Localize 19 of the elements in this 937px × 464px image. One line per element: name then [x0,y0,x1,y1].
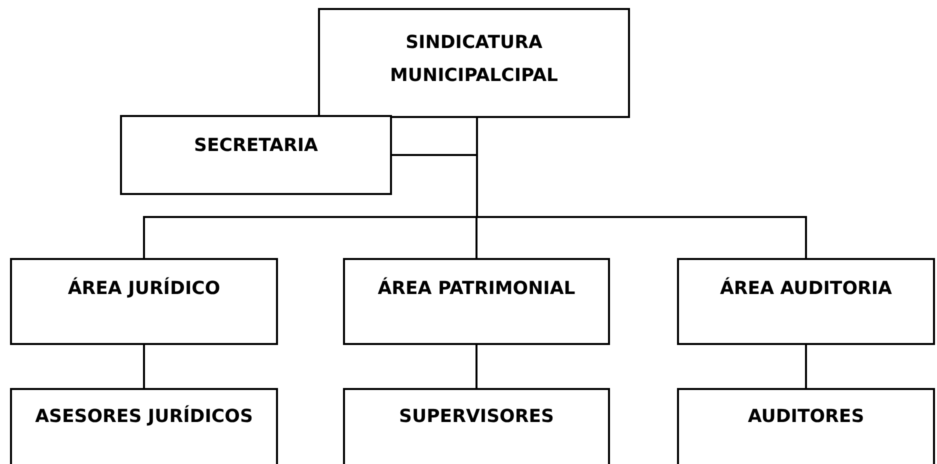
box-title: SECRETARIA [194,134,318,158]
org-box [318,8,630,118]
org-box [343,388,610,464]
org-box [10,258,278,345]
box-title: SUPERVISORES [399,405,554,429]
box-title: ASESORES JURÍDICOS [35,404,253,429]
box-title: ÁREA AUDITORIA [720,276,892,301]
box-title: ÁREA JURÍDICO [68,276,220,301]
org-box [677,388,935,464]
connector-line [805,345,807,388]
org-box [677,258,935,345]
box-title: SINDICATURA MUNICIPALCIPAL [389,31,559,88]
org-box [343,258,610,345]
connector-line [143,345,145,388]
box-title: AUDITORES [748,405,864,429]
connector-line [476,345,478,388]
box-title: ÁREA PATRIMONIAL [378,276,576,301]
org-box [10,388,278,464]
org-box [120,115,392,195]
